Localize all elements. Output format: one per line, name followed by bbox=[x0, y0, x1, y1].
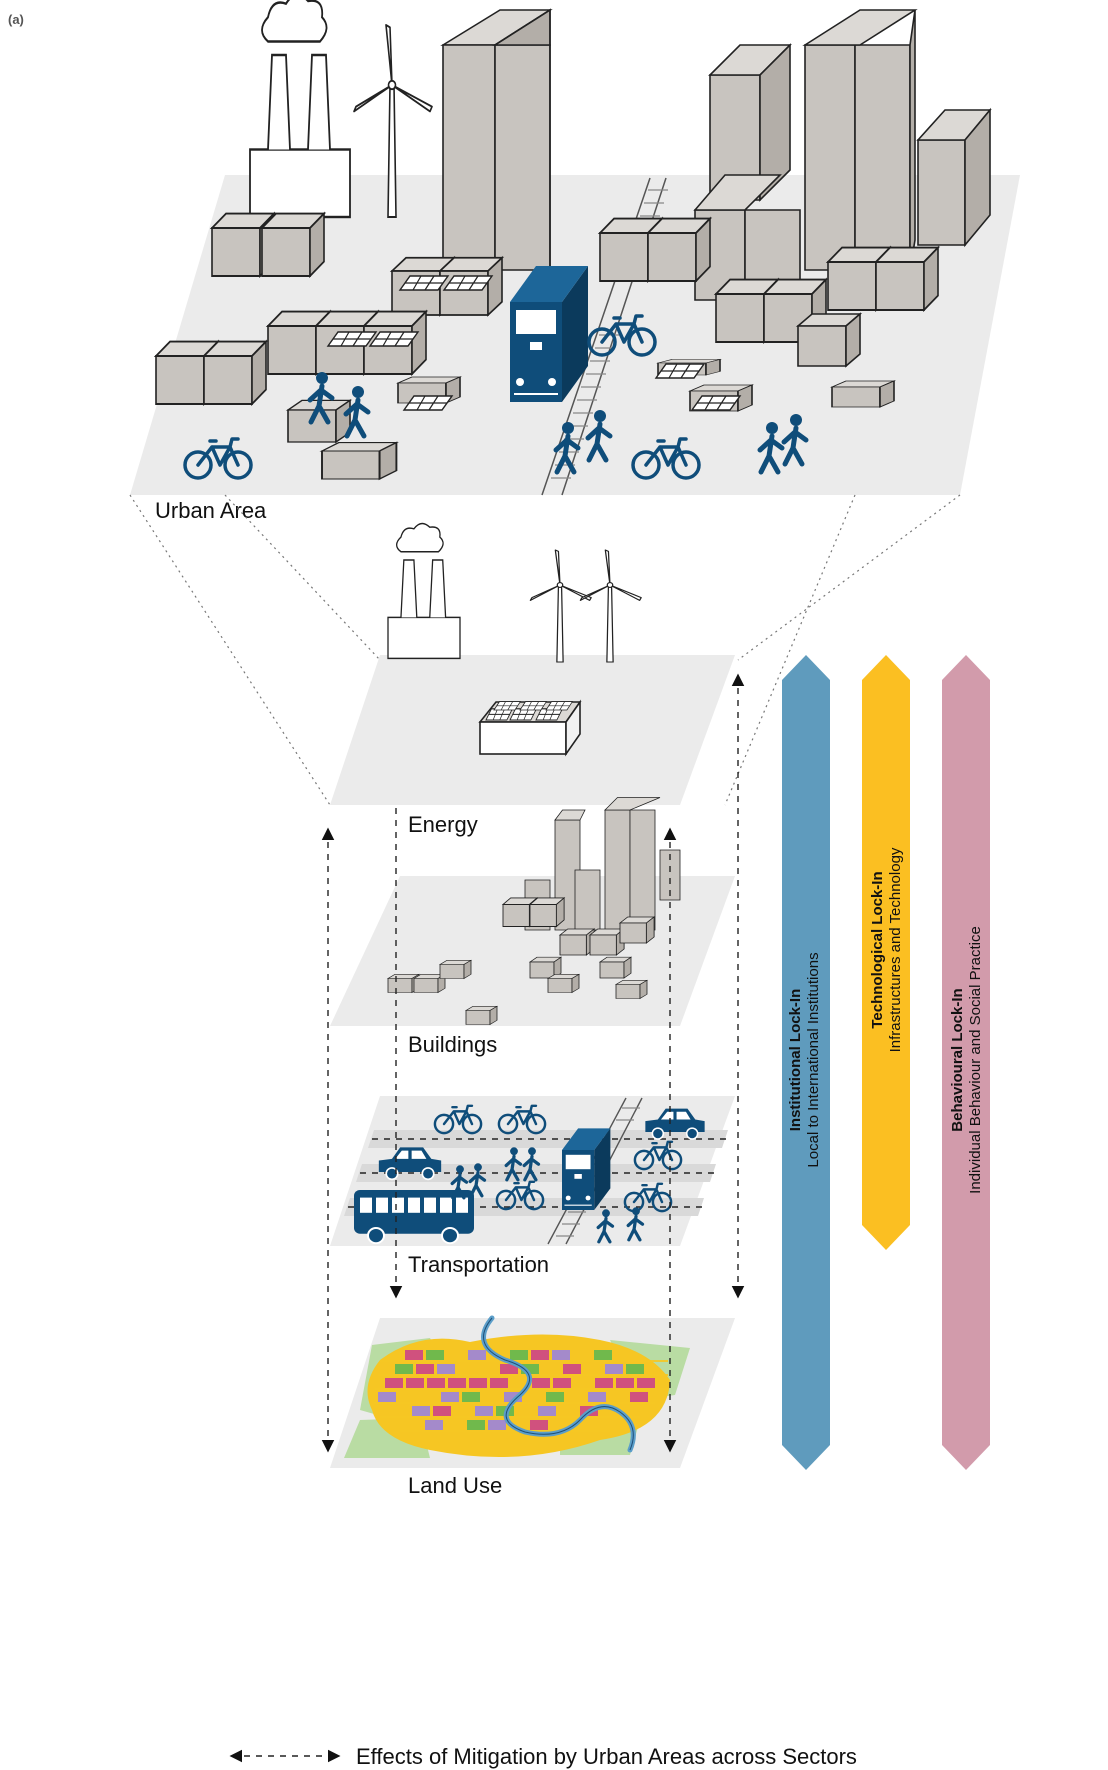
panel-tag: (a) bbox=[8, 12, 24, 27]
urban-area-label: Urban Area bbox=[155, 498, 267, 523]
energy-wind-turbine-icon bbox=[529, 549, 592, 663]
energy-wind-turbine-icon bbox=[579, 549, 642, 663]
behavioural-lock-in-subtitle: Individual Behaviour and Social Practice bbox=[967, 926, 984, 1194]
technological-lock-in-bar bbox=[862, 655, 910, 1250]
cross-sector-arrows bbox=[321, 673, 745, 1453]
transportation-label: Transportation bbox=[408, 1252, 549, 1277]
technological-lock-in-subtitle: Infrastructures and Technology bbox=[887, 847, 904, 1052]
institutional-lock-in-title: Institutional Lock-In bbox=[787, 989, 804, 1132]
behavioural-lock-in-bar bbox=[942, 655, 990, 1470]
legend: Effects of Mitigation by Urban Areas acr… bbox=[229, 1744, 857, 1769]
projection-lines bbox=[129, 494, 961, 806]
buildings-label: Buildings bbox=[408, 1032, 497, 1057]
buildings-layer: Buildings bbox=[330, 797, 735, 1057]
energy-solar-block bbox=[478, 699, 582, 757]
institutional-lock-in-subtitle: Local to International Institutions bbox=[805, 952, 822, 1167]
urban-towers-right bbox=[693, 9, 992, 301]
legend-text: Effects of Mitigation by Urban Areas acr… bbox=[356, 1744, 857, 1769]
urban-train-icon bbox=[509, 265, 589, 403]
land-use-layer: Land Use bbox=[330, 1315, 735, 1498]
urban-tower-left bbox=[440, 8, 553, 271]
energy-layer: Energy bbox=[330, 522, 735, 837]
lock-in-bars: Institutional Lock-In Local to Internati… bbox=[782, 655, 990, 1470]
land-use-map bbox=[344, 1315, 690, 1458]
behavioural-lock-in-title: Behavioural Lock-In bbox=[949, 988, 966, 1131]
urban-factory bbox=[248, 0, 352, 219]
energy-label: Energy bbox=[408, 812, 478, 837]
energy-factory-icon bbox=[387, 522, 461, 660]
institutional-lock-in-bar bbox=[782, 655, 830, 1470]
urban-area-layer: Urban Area bbox=[130, 0, 1020, 523]
transportation-layer: Transportation bbox=[330, 1096, 735, 1277]
transport-train-icon bbox=[561, 1127, 611, 1211]
technological-lock-in-title: Technological Lock-In bbox=[869, 871, 886, 1028]
land-use-label: Land Use bbox=[408, 1473, 502, 1498]
